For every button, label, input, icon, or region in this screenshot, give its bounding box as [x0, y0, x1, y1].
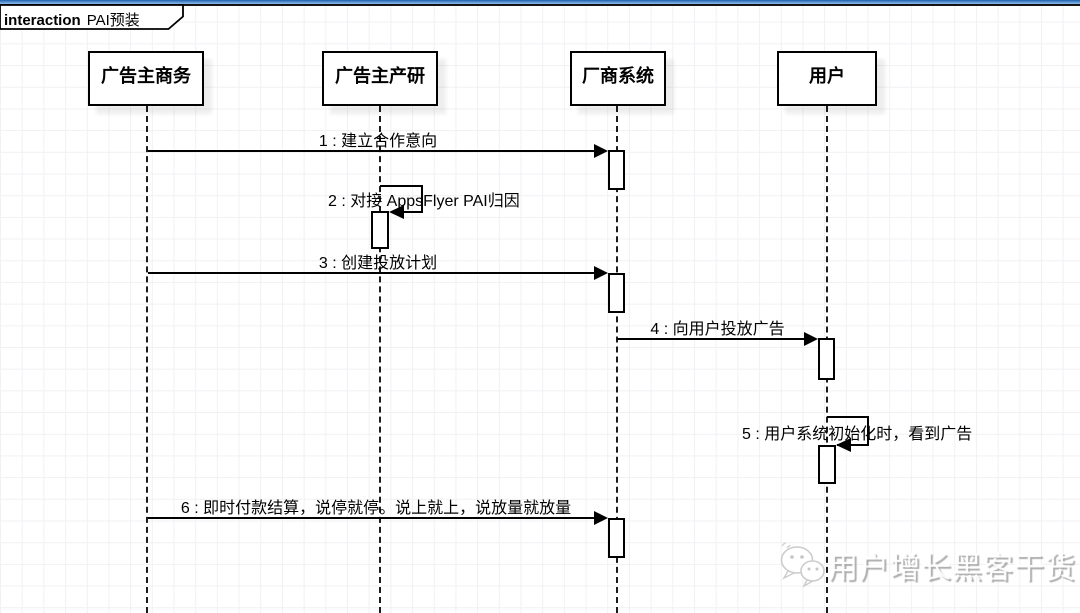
selection-highlight	[0, 0, 1080, 4]
actor-vendor-system: 厂商系统	[570, 51, 666, 106]
activation-bar-vendor-3	[608, 518, 625, 558]
message-2-label: 2 : 对接 AppsFlyer PAI归因	[328, 193, 520, 210]
message-6-line	[148, 517, 595, 519]
watermark-text: 用户增长黑客干货	[828, 552, 1076, 585]
watermark: 用户增长黑客干货	[778, 542, 1076, 588]
self-message-loop-2	[380, 185, 423, 219]
message-6-label: 6 : 即时付款结算，说停就停。说上就上，说放量就放量	[180, 500, 572, 517]
frame-keyword: interaction	[4, 12, 81, 29]
actor-label: 厂商系统	[582, 66, 654, 86]
lifeline-advertiser-rnd	[379, 106, 381, 613]
activation-bar-vendor-2	[608, 273, 625, 313]
actor-user: 用户	[777, 51, 877, 106]
activation-bar-user-2	[818, 445, 836, 484]
message-4-label: 4 : 向用户投放广告	[650, 321, 785, 338]
lifeline-advertiser-business	[146, 106, 148, 613]
arrowhead-icon	[804, 332, 818, 346]
arrowhead-icon	[594, 266, 608, 280]
lifeline-vendor-system	[616, 106, 618, 613]
message-3-line	[148, 272, 595, 274]
arrowhead-icon	[594, 144, 608, 158]
actor-advertiser-rnd: 广告主产研	[322, 51, 438, 106]
frame-title: PAI预装	[86, 12, 140, 29]
message-1-line	[148, 150, 595, 152]
actor-label: 用户	[809, 66, 845, 86]
activation-bar-vendor-1	[608, 150, 625, 190]
frame-top-border	[0, 4, 1080, 6]
message-5-label: 5 : 用户系统初始化时，看到广告	[742, 426, 973, 443]
activation-bar-rnd	[371, 211, 389, 249]
activation-bar-user-1	[818, 338, 835, 380]
actor-advertiser-business: 广告主商务	[88, 51, 204, 106]
actor-label: 广告主产研	[335, 66, 425, 86]
frame-label: interaction PAI预装	[4, 9, 140, 30]
actor-label: 广告主商务	[101, 66, 191, 86]
message-3-label: 3 : 创建投放计划	[318, 255, 438, 272]
message-1-label: 1 : 建立合作意向	[318, 133, 438, 150]
frame-label-shape	[0, 4, 184, 30]
self-message-loop-5	[827, 416, 869, 452]
wechat-icon	[780, 542, 825, 588]
arrowhead-icon	[594, 511, 608, 525]
message-4-line	[617, 338, 805, 340]
